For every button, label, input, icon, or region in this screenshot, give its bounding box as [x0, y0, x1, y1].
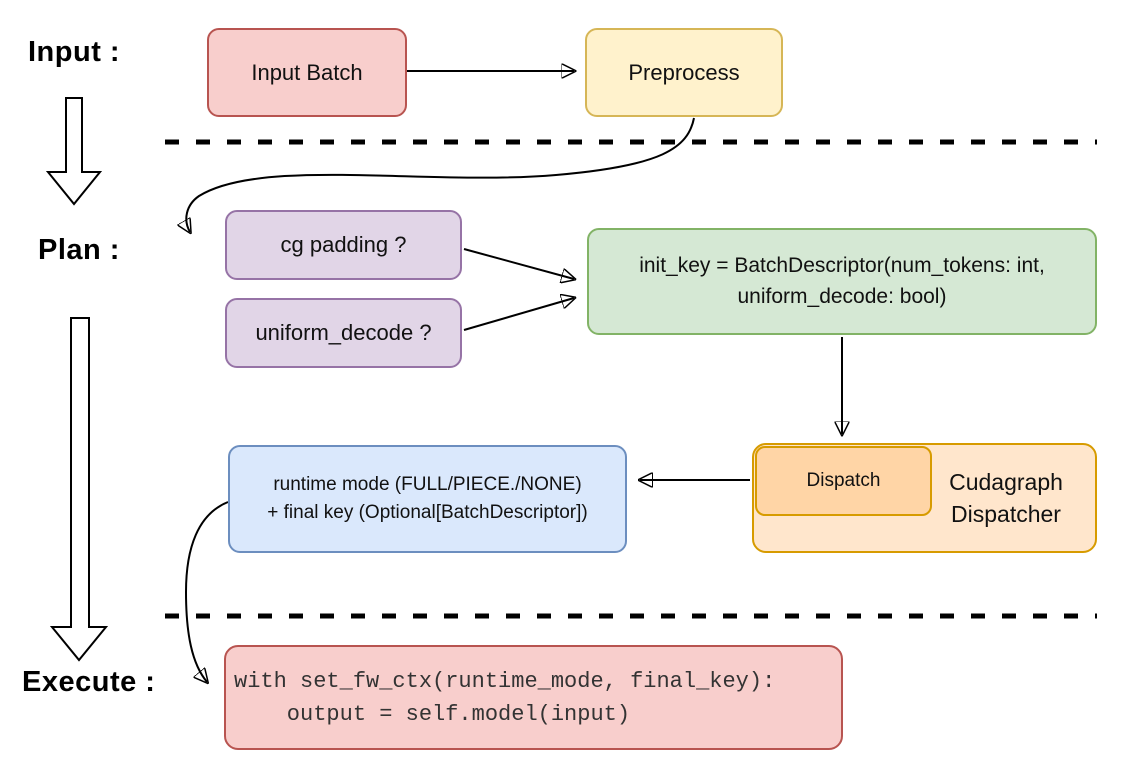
connector-preprocess-to-cgpadding — [186, 117, 695, 232]
connector-runtimemode-to-executecode — [184, 501, 229, 682]
node-preprocess: Preprocess — [585, 28, 783, 117]
stage-label-plan: Plan : — [38, 234, 120, 266]
cudagraph-dispatcher-label: Cudagraph Dispatcher — [949, 468, 1063, 527]
node-uniform-decode: uniform_decode ? — [225, 298, 462, 368]
connector-uniformdecode-to-initkey — [463, 298, 574, 331]
stage-label-input: Input : — [28, 36, 121, 68]
hollow-arrow-plan-to-execute — [49, 317, 109, 662]
node-cg-padding: cg padding ? — [225, 210, 462, 280]
node-execute-code: with set_fw_ctx(runtime_mode, final_key)… — [224, 645, 843, 750]
hollow-arrow-input-to-plan — [45, 97, 103, 206]
node-runtime-mode-final-key: runtime mode (FULL/PIECE./NONE) + final … — [228, 445, 627, 553]
node-init-key: init_key = BatchDescriptor(num_tokens: i… — [587, 228, 1097, 335]
connector-cgpadding-to-initkey — [463, 248, 574, 279]
node-dispatch: Dispatch — [755, 446, 932, 516]
stage-label-execute: Execute : — [22, 666, 156, 698]
node-input-batch: Input Batch — [207, 28, 407, 117]
